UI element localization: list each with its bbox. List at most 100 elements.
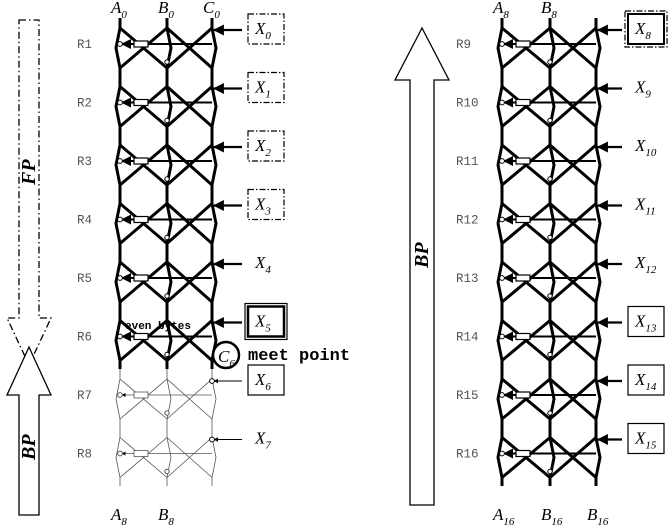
sbox	[133, 274, 149, 282]
rail-b	[548, 252, 556, 311]
sbox	[515, 449, 531, 458]
node	[209, 378, 215, 384]
node	[499, 275, 505, 281]
rail-a	[115, 427, 121, 486]
rail-c	[210, 252, 218, 311]
rail-a	[496, 369, 504, 428]
input-box	[247, 364, 285, 396]
node	[499, 41, 505, 47]
node	[164, 176, 170, 182]
node	[499, 392, 505, 398]
rail-c	[594, 193, 602, 252]
node	[117, 216, 123, 223]
bottom-label: A8	[110, 505, 127, 525]
input-label: X14	[634, 370, 657, 393]
meet-circle	[211, 340, 241, 370]
cross-ab	[119, 437, 168, 478]
bottom-label: B16	[541, 505, 563, 525]
round-label: R9	[456, 38, 471, 52]
node	[499, 158, 505, 164]
input-box	[627, 305, 665, 338]
rail-a	[496, 193, 504, 252]
rail-c	[210, 18, 218, 77]
round-label: R15	[456, 389, 479, 403]
rail-b	[548, 310, 556, 369]
round-label: R4	[77, 214, 92, 228]
cross-ab	[501, 260, 551, 304]
rail-b	[165, 252, 173, 311]
sbox	[515, 157, 531, 165]
cross-bc	[549, 26, 597, 70]
rail-a	[496, 76, 504, 135]
cross-bc	[166, 26, 213, 70]
node	[164, 410, 170, 416]
node	[547, 117, 553, 124]
rail-b	[165, 193, 173, 252]
bp-label: BP	[18, 434, 40, 461]
node	[499, 99, 505, 106]
round-label: R6	[77, 331, 92, 345]
rail-c	[210, 193, 218, 252]
rail-b	[548, 18, 556, 77]
cross-ab	[119, 85, 168, 128]
input-box	[627, 13, 665, 45]
cross-ab	[119, 26, 168, 70]
round-r15: R15 X14	[456, 364, 665, 428]
cross-ab	[501, 26, 551, 70]
round-label: R14	[456, 331, 479, 345]
rail-a	[114, 193, 122, 252]
node	[499, 450, 505, 457]
rail-a	[496, 427, 504, 486]
rail-c	[594, 76, 602, 135]
meet-c-label: C6	[218, 347, 235, 370]
input-box	[247, 188, 285, 221]
rail-b	[548, 193, 556, 252]
node	[164, 59, 170, 65]
sbox	[515, 274, 531, 282]
input-label: X15	[634, 429, 657, 452]
rail-c	[211, 427, 217, 486]
cross-bc	[549, 85, 597, 128]
input-label: X11	[634, 195, 656, 218]
input-label: X1	[254, 78, 271, 101]
rail-a	[114, 252, 122, 311]
rail-a	[114, 76, 122, 135]
cross-ab	[119, 319, 168, 362]
rail-c	[594, 427, 602, 486]
cross-ab	[119, 378, 168, 420]
node	[117, 158, 123, 164]
node	[117, 99, 123, 106]
top-label: C0	[203, 0, 220, 21]
sbox	[133, 98, 149, 107]
bp-label-right: BP	[411, 242, 433, 269]
rail-a	[114, 135, 122, 194]
node	[117, 392, 123, 398]
cross-bc	[166, 85, 213, 128]
rail-b	[548, 427, 556, 486]
top-label: B8	[541, 0, 557, 21]
rail-c	[210, 76, 218, 135]
node	[164, 234, 170, 241]
cross-bc	[549, 377, 597, 421]
round-label: R8	[77, 448, 92, 462]
node	[209, 436, 215, 443]
cross-ab	[501, 377, 551, 421]
cross-bc	[166, 260, 213, 304]
top-label: B0	[158, 0, 174, 21]
cross-bc	[166, 202, 213, 245]
round-label: R16	[456, 448, 479, 462]
node	[499, 333, 505, 340]
sbox	[133, 40, 149, 48]
input-box	[247, 13, 285, 45]
node	[117, 275, 123, 281]
sbox	[133, 215, 149, 224]
cross-ab	[119, 260, 168, 304]
cross-ab	[501, 85, 551, 128]
input-box	[627, 422, 665, 455]
